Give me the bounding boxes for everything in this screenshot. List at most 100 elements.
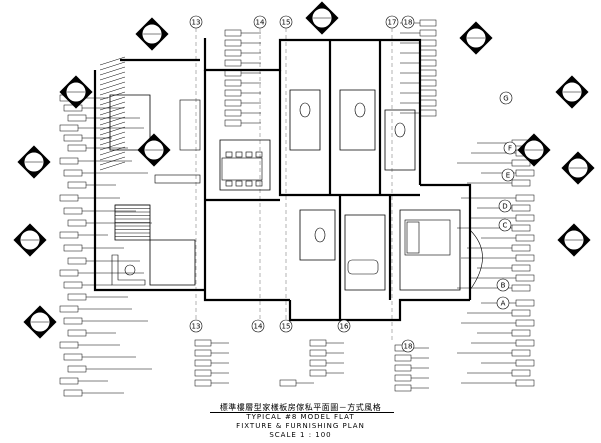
chair — [235, 180, 243, 187]
annotation-tag — [515, 214, 535, 222]
annotation-tag — [67, 329, 87, 337]
grid-marker-label: D — [502, 203, 507, 211]
stair-tread — [99, 136, 126, 146]
chair — [255, 151, 263, 158]
annotation-tag — [67, 144, 87, 152]
grid-marker-14: 14 — [253, 15, 267, 29]
coffee-table — [124, 264, 136, 276]
annotation-tag — [515, 194, 535, 202]
drawing-title-chinese: 標準樓層型家樣板房傢私平面圖－方式風格 — [219, 403, 382, 412]
elevation-marker — [517, 133, 551, 167]
stair-tread — [99, 146, 126, 156]
annotation-tag — [515, 299, 535, 307]
drawing-title-line-2: FIXTURE & FURNISHING PLAN — [236, 422, 365, 430]
annotation-tag — [224, 119, 242, 127]
leader-lines — [78, 22, 516, 394]
stair-tread — [99, 101, 126, 111]
partition — [299, 209, 336, 261]
annotation-tag — [419, 69, 437, 77]
dining-table — [221, 157, 263, 181]
counter — [154, 174, 201, 184]
toilet — [299, 102, 311, 118]
annotation-tag — [419, 29, 437, 37]
annotation-tag — [224, 59, 242, 67]
partition — [109, 94, 151, 151]
annotation-tag — [511, 264, 531, 272]
annotation-tag — [511, 309, 531, 317]
stair-tread — [99, 111, 126, 121]
annotation-tag — [419, 79, 437, 87]
stair-tread — [99, 126, 126, 136]
bathtub — [347, 259, 379, 275]
annotation-tag — [419, 39, 437, 47]
annotation-tag — [194, 369, 212, 377]
annotation-tag — [63, 134, 83, 142]
stair-tread — [99, 151, 126, 161]
annotation-tag — [63, 244, 83, 252]
annotation-tag — [63, 207, 83, 215]
annotation-tag — [59, 157, 79, 165]
annotation-tag — [394, 364, 412, 372]
grid-marker-label: 14 — [256, 19, 265, 27]
elevation-marker — [561, 151, 595, 185]
annotation-tag — [394, 354, 412, 362]
grid-marker-label: 13 — [192, 19, 201, 27]
annotation-tag — [511, 349, 531, 357]
stair-tread — [99, 161, 126, 171]
annotation-tag — [224, 29, 242, 37]
grid-marker-label: 18 — [404, 343, 413, 351]
partition — [149, 239, 196, 286]
annotation-tag — [67, 293, 87, 301]
annotation-tag — [419, 109, 437, 117]
annotation-tag — [224, 79, 242, 87]
annotation-tag — [224, 99, 242, 107]
grid-marker-label: A — [501, 300, 506, 308]
partition — [384, 109, 416, 171]
title-underline — [210, 412, 394, 413]
annotation-tag — [309, 369, 327, 377]
grid-marker-label: 18 — [404, 19, 413, 27]
grid-marker-label: C — [503, 222, 508, 230]
grid-marker-label: 13 — [192, 323, 201, 331]
annotation-tag — [309, 359, 327, 367]
grid-marker-17: 17 — [385, 15, 399, 29]
partition — [289, 89, 321, 151]
pillow — [406, 221, 420, 254]
annotation-tag — [194, 379, 212, 387]
grid-marker-label: 17 — [388, 19, 397, 27]
annotation-tag — [67, 114, 87, 122]
annotation-tag — [511, 284, 531, 292]
stair-tread — [99, 116, 126, 126]
stair-tread — [99, 91, 126, 101]
annotation-tag — [515, 169, 535, 177]
grid-marker-label: 16 — [340, 323, 349, 331]
chair — [255, 180, 263, 187]
annotation-tag — [63, 281, 83, 289]
annotation-tag — [419, 59, 437, 67]
annotation-tag — [224, 39, 242, 47]
grid-marker-16: 16 — [337, 319, 351, 333]
annotation-tag — [515, 359, 535, 367]
annotation-tag — [194, 349, 212, 357]
annotation-tag — [515, 234, 535, 242]
annotation-tag — [515, 319, 535, 327]
annotation-tag — [67, 257, 87, 265]
annotation-tag — [515, 339, 535, 347]
stair-tread — [99, 66, 126, 76]
annotation-tag — [394, 384, 412, 392]
stair-tread — [99, 86, 126, 96]
annotation-tag — [194, 359, 212, 367]
chair — [225, 180, 233, 187]
grid-marker-18: 18 — [401, 15, 415, 29]
chair — [235, 151, 243, 158]
toilet — [354, 102, 366, 118]
annotation-tag — [59, 341, 79, 349]
stair-tread — [99, 156, 126, 166]
annotation-tag — [511, 204, 531, 212]
annotation-tag — [63, 389, 83, 397]
stair-tread — [99, 96, 126, 106]
annotation-tag — [63, 104, 83, 112]
grid-marker-label: B — [501, 282, 506, 290]
grid-marker-g: G — [499, 91, 513, 105]
annotation-tag — [67, 181, 87, 189]
